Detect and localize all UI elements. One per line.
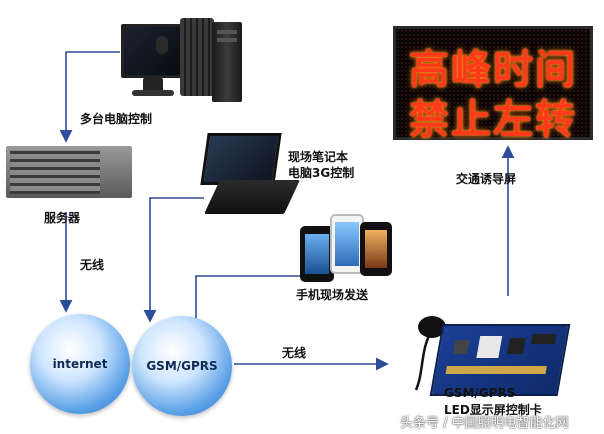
- node-internet: internet: [30, 314, 130, 414]
- node-internet-label: internet: [52, 357, 108, 371]
- arrow-pc-to-server: [59, 51, 120, 143]
- phone-black-2: [360, 222, 392, 276]
- phone-black: [300, 226, 334, 282]
- keyboard-icon: [180, 18, 214, 96]
- led-display: 高峰时间 禁止左转: [393, 26, 593, 143]
- label-server: 服务器: [44, 211, 81, 225]
- antenna-cable: [414, 329, 434, 391]
- monitor-stand: [143, 78, 163, 92]
- label-card-line1: GSM/GPRS: [444, 386, 516, 400]
- tower-drive-slot: [217, 30, 237, 34]
- label-multi-pc: 多台电脑控制: [80, 112, 153, 126]
- node-gsm-label: GSM/GPRS: [146, 359, 218, 373]
- server-front-panel: [10, 150, 100, 194]
- label-card-line2: LED显示屏控制卡: [444, 403, 542, 417]
- mouse-icon: [156, 36, 168, 54]
- label-laptop-line2: 电脑3G控制: [288, 166, 355, 180]
- laptop-keyboard-base: [204, 180, 300, 214]
- pc-tower-icon: [212, 22, 242, 102]
- watermark: 头条号 / 中国照明电智能化网: [400, 416, 569, 431]
- label-traffic-screen: 交通诱导屏: [456, 172, 517, 186]
- label-wireless-2: 无线: [282, 346, 307, 360]
- monitor-base: [132, 90, 174, 96]
- phone-white: [330, 214, 364, 274]
- arrow-phone-to-gsm: [189, 275, 300, 335]
- arrow-laptop-to-gsm: [143, 197, 204, 323]
- label-wireless-1: 无线: [80, 258, 105, 272]
- label-laptop-line1: 现场笔记本: [288, 150, 349, 164]
- led-line-1: 高峰时间: [409, 47, 577, 93]
- node-gsm-gprs: GSM/GPRS: [132, 316, 232, 416]
- led-line-2: 禁止左转: [409, 97, 577, 143]
- tower-drive-slot: [217, 38, 237, 42]
- label-phone-send: 手机现场发送: [296, 288, 369, 302]
- antenna-icon: [418, 316, 446, 338]
- monitor-screen: [121, 24, 189, 78]
- laptop-screen: [200, 133, 282, 185]
